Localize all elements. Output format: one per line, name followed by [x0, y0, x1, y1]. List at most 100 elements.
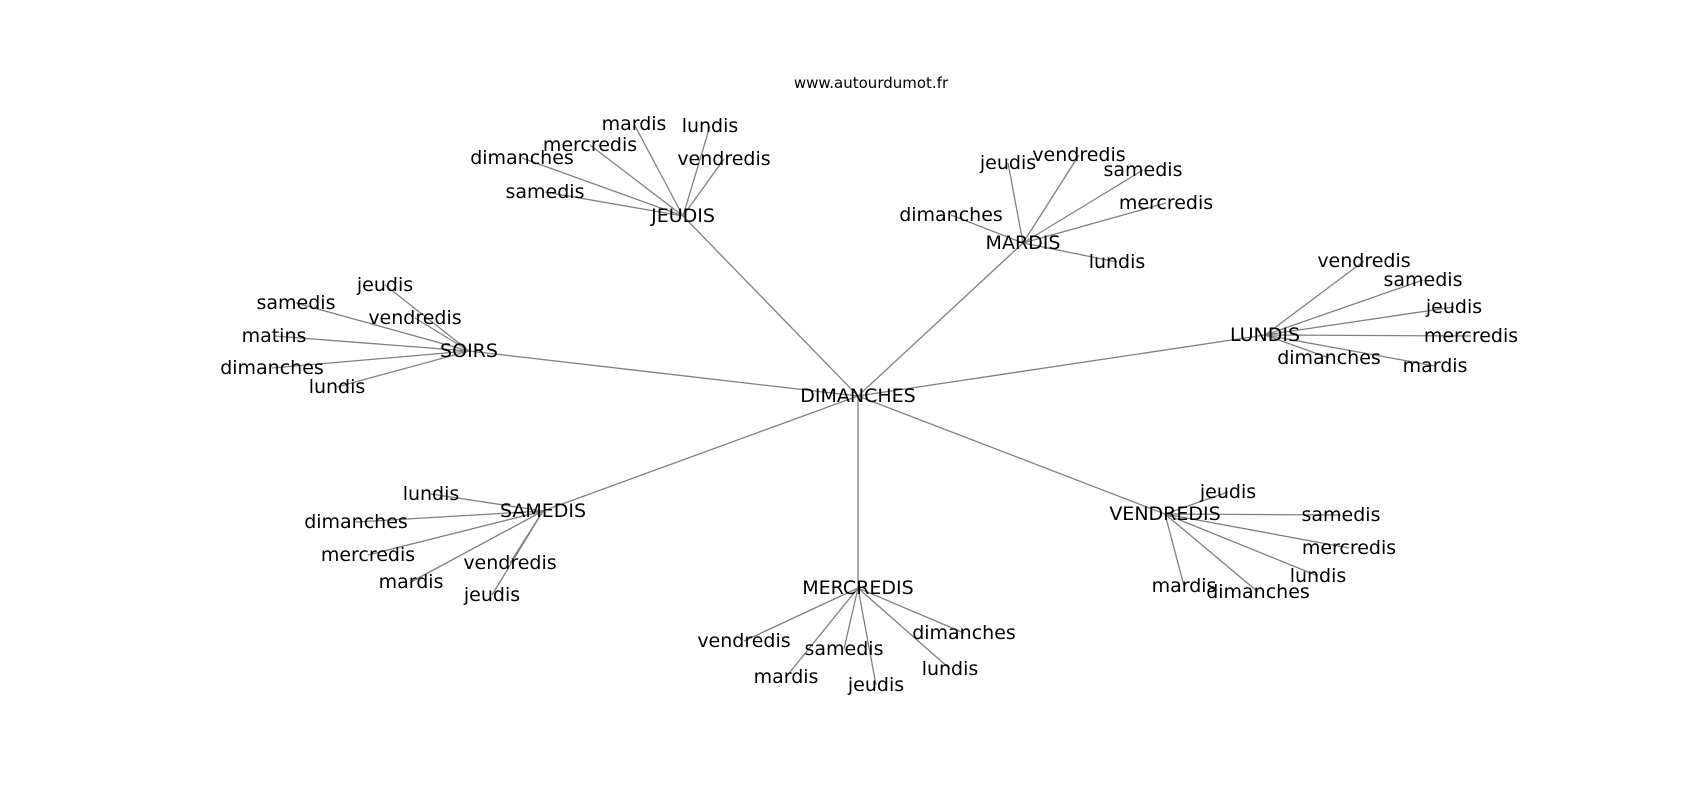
edge-vendredis-mercredis — [1164, 513, 1350, 549]
edge-mercredis-dimanches — [857, 587, 965, 634]
node-leaf-soirs-vendredis[interactable]: vendredis — [368, 307, 461, 329]
edge-mardis-lundis — [1022, 242, 1118, 263]
node-hub-mardis[interactable]: MARDIS — [986, 232, 1061, 254]
node-hub-soirs[interactable]: SOIRS — [440, 340, 498, 362]
node-leaf-mardis-dimanches[interactable]: dimanches — [899, 204, 1003, 226]
node-leaf-lundis-jeudis[interactable]: jeudis — [1425, 296, 1482, 318]
edge-vendredis-lundis — [1164, 513, 1319, 577]
edge-mardis-jeudis — [1007, 162, 1024, 244]
node-leaf-samedis-jeudis[interactable]: jeudis — [463, 584, 520, 606]
node-hub-vendredis[interactable]: VENDREDIS — [1109, 503, 1220, 525]
node-leaf-lundis-dimanches[interactable]: dimanches — [1277, 347, 1381, 369]
edge-vendredis-mardis — [1164, 513, 1185, 587]
edge-soirs-vendredis — [414, 317, 470, 352]
node-hub-samedis[interactable]: SAMEDIS — [500, 500, 586, 522]
edge-lundis-samedis — [1264, 279, 1424, 336]
edge-center-lundis — [857, 334, 1266, 397]
graph-nodes: DIMANCHESJEUDISsamedisdimanchesmercredis… — [220, 113, 1518, 696]
node-leaf-mercredis-lundis[interactable]: lundis — [922, 658, 979, 680]
node-leaf-jeudis-samedis[interactable]: samedis — [506, 181, 585, 203]
node-leaf-jeudis-lundis[interactable]: lundis — [682, 115, 739, 137]
edge-center-soirs — [468, 350, 859, 397]
edge-samedis-jeudis — [491, 510, 544, 596]
node-leaf-jeudis-mardis[interactable]: mardis — [602, 113, 667, 135]
edge-mardis-vendredis — [1022, 154, 1080, 244]
edge-mercredis-jeudis — [857, 587, 877, 686]
node-leaf-vendredis-samedis[interactable]: samedis — [1302, 504, 1381, 526]
node-leaf-mercredis-samedis[interactable]: samedis — [805, 638, 884, 660]
edge-samedis-lundis — [430, 493, 544, 512]
edge-mercredis-mardis — [785, 587, 859, 678]
edge-soirs-jeudis — [384, 284, 470, 352]
node-hub-jeudis[interactable]: JEUDIS — [650, 205, 715, 227]
node-leaf-samedis-mardis[interactable]: mardis — [379, 571, 444, 593]
edge-center-samedis — [542, 395, 859, 512]
edge-mardis-dimanches — [950, 214, 1024, 244]
edge-lundis-mardis — [1264, 334, 1436, 367]
edge-jeudis-lundis — [682, 125, 711, 217]
node-leaf-lundis-vendredis[interactable]: vendredis — [1317, 250, 1410, 272]
edge-vendredis-jeudis — [1164, 491, 1229, 515]
node-leaf-vendredis-mercredis[interactable]: mercredis — [1302, 537, 1396, 559]
site-credit[interactable]: www.autourdumot.fr — [794, 74, 949, 92]
node-leaf-mercredis-dimanches[interactable]: dimanches — [912, 622, 1016, 644]
edge-samedis-mardis — [410, 510, 544, 583]
node-leaf-soirs-jeudis[interactable]: jeudis — [356, 274, 413, 296]
edge-center-vendredis — [857, 395, 1166, 515]
edge-jeudis-dimanches — [521, 157, 684, 217]
node-leaf-mardis-mercredis[interactable]: mercredis — [1119, 192, 1213, 214]
edge-jeudis-mardis — [633, 123, 684, 217]
edge-lundis-jeudis — [1264, 306, 1455, 336]
node-leaf-mardis-jeudis[interactable]: jeudis — [979, 152, 1036, 174]
node-leaf-lundis-samedis[interactable]: samedis — [1384, 269, 1463, 291]
node-leaf-lundis-mercredis[interactable]: mercredis — [1424, 325, 1518, 347]
node-leaf-soirs-dimanches[interactable]: dimanches — [220, 357, 324, 379]
node-leaf-samedis-mercredis[interactable]: mercredis — [321, 544, 415, 566]
node-leaf-mardis-vendredis[interactable]: vendredis — [1032, 144, 1125, 166]
node-hub-mercredis[interactable]: MERCREDIS — [802, 577, 913, 599]
edge-vendredis-samedis — [1164, 513, 1342, 516]
edge-lundis-vendredis — [1264, 260, 1365, 336]
edge-jeudis-samedis — [544, 191, 684, 217]
node-leaf-soirs-samedis[interactable]: samedis — [257, 292, 336, 314]
edge-lundis-dimanches — [1264, 334, 1330, 359]
edge-samedis-mercredis — [367, 510, 544, 556]
node-leaf-lundis-mardis[interactable]: mardis — [1403, 355, 1468, 377]
node-leaf-vendredis-lundis[interactable]: lundis — [1290, 565, 1347, 587]
edge-mardis-samedis — [1022, 169, 1144, 244]
node-leaf-vendredis-dimanches[interactable]: dimanches — [1206, 581, 1310, 603]
node-leaf-mercredis-mardis[interactable]: mardis — [754, 666, 819, 688]
node-leaf-mardis-samedis[interactable]: samedis — [1104, 159, 1183, 181]
node-leaf-jeudis-vendredis[interactable]: vendredis — [677, 148, 770, 170]
node-leaf-mercredis-jeudis[interactable]: jeudis — [847, 674, 904, 696]
edge-vendredis-dimanches — [1164, 513, 1259, 593]
node-leaf-jeudis-dimanches[interactable]: dimanches — [470, 147, 574, 169]
node-leaf-vendredis-mardis[interactable]: mardis — [1152, 575, 1217, 597]
edge-center-jeudis — [682, 215, 859, 397]
edge-soirs-matins — [273, 335, 470, 352]
node-center[interactable]: DIMANCHES — [800, 385, 915, 407]
edge-mardis-mercredis — [1022, 202, 1167, 244]
edge-jeudis-mercredis — [589, 144, 684, 217]
edge-mercredis-lundis — [857, 587, 951, 670]
node-leaf-mercredis-vendredis[interactable]: vendredis — [697, 630, 790, 652]
node-leaf-samedis-vendredis[interactable]: vendredis — [463, 552, 556, 574]
node-leaf-soirs-matins[interactable]: matins — [242, 325, 307, 347]
edge-samedis-dimanches — [355, 510, 544, 523]
node-hub-lundis[interactable]: LUNDIS — [1230, 324, 1300, 346]
edge-soirs-dimanches — [271, 350, 470, 369]
node-leaf-mardis-lundis[interactable]: lundis — [1089, 251, 1146, 273]
graph-edges — [271, 123, 1472, 686]
edge-jeudis-vendredis — [682, 158, 725, 217]
node-leaf-jeudis-mercredis[interactable]: mercredis — [543, 134, 637, 156]
edge-mercredis-samedis — [843, 587, 859, 650]
edge-soirs-samedis — [295, 302, 470, 352]
node-leaf-samedis-dimanches[interactable]: dimanches — [304, 511, 408, 533]
edge-mercredis-vendredis — [743, 587, 859, 642]
node-leaf-soirs-lundis[interactable]: lundis — [309, 376, 366, 398]
node-leaf-samedis-lundis[interactable]: lundis — [403, 483, 460, 505]
edge-lundis-mercredis — [1264, 334, 1472, 337]
node-leaf-vendredis-jeudis[interactable]: jeudis — [1199, 481, 1256, 503]
edge-center-mardis — [857, 242, 1024, 397]
